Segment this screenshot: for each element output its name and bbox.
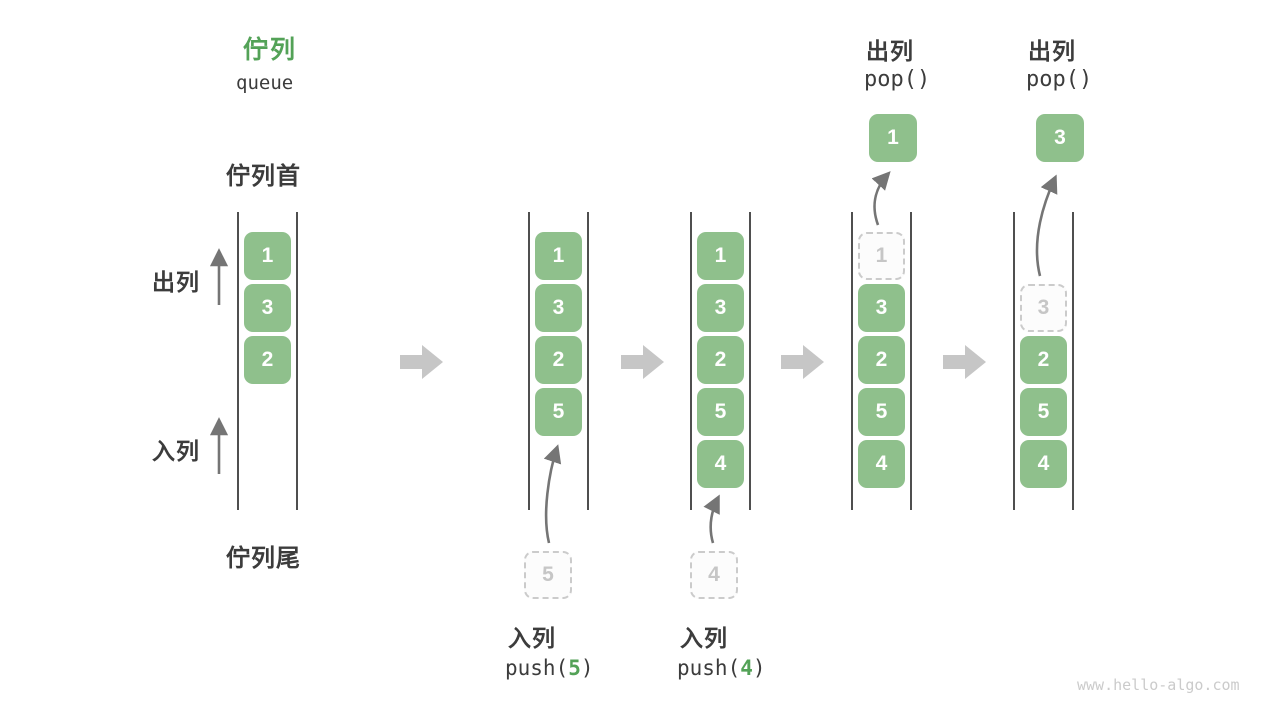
queue-cell: 5 — [535, 388, 582, 436]
column-line — [296, 212, 298, 510]
staging-cell-ghost: 5 — [524, 551, 572, 599]
pop-op-label: 出列 — [1028, 38, 1076, 64]
popped-cell: 1 — [869, 114, 917, 162]
pop-op-code: pop() — [1026, 67, 1093, 92]
queue-cell: 2 — [858, 336, 905, 384]
push-code-arg: 4 — [740, 656, 753, 680]
queue-cell-ghost: 3 — [1020, 284, 1067, 332]
column-line — [237, 212, 239, 510]
column-line — [528, 212, 530, 510]
queue-rear-label: 佇列尾 — [226, 545, 301, 572]
dequeue-side-label: 出列 — [152, 269, 200, 295]
push-code-suffix: ) — [752, 656, 766, 680]
queue-cell: 4 — [697, 440, 744, 488]
column-line — [1072, 212, 1074, 510]
push-code-prefix: push( — [677, 656, 741, 680]
diagram-title-en: queue — [236, 72, 294, 94]
push-code-prefix: push( — [505, 656, 569, 680]
queue-cell: 5 — [1020, 388, 1067, 436]
queue-cell: 2 — [697, 336, 744, 384]
queue-cell: 5 — [858, 388, 905, 436]
column-line — [1013, 212, 1015, 510]
push-op-code: push(5) — [505, 656, 594, 680]
queue-cell: 3 — [697, 284, 744, 332]
staging-cell-ghost: 4 — [690, 551, 738, 599]
push-op-code: push(4) — [677, 656, 766, 680]
queue-cell: 2 — [1020, 336, 1067, 384]
queue-cell: 3 — [535, 284, 582, 332]
column-line — [749, 212, 751, 510]
push-op-label: 入列 — [680, 625, 728, 651]
push-op-label: 入列 — [508, 625, 556, 651]
queue-cell: 2 — [535, 336, 582, 384]
queue-cell-ghost: 1 — [858, 232, 905, 280]
queue-cell: 1 — [697, 232, 744, 280]
push-code-suffix: ) — [580, 656, 594, 680]
pop-op-code: pop() — [864, 67, 931, 92]
column-line — [851, 212, 853, 510]
watermark: www.hello-algo.com — [1077, 676, 1240, 694]
state-transition-arrow-icon — [943, 345, 986, 379]
state-transition-arrow-icon — [781, 345, 824, 379]
enqueue-side-label: 入列 — [152, 438, 200, 464]
queue-cell: 5 — [697, 388, 744, 436]
queue-cell: 3 — [858, 284, 905, 332]
column-line — [910, 212, 912, 510]
queue-cell: 2 — [244, 336, 291, 384]
push-code-arg: 5 — [568, 656, 581, 680]
queue-cell: 4 — [858, 440, 905, 488]
state-transition-arrow-icon — [621, 345, 664, 379]
diagram-title-zh: 佇列 — [243, 36, 298, 64]
popped-cell: 3 — [1036, 114, 1084, 162]
queue-front-label: 佇列首 — [226, 163, 301, 190]
queue-cell: 1 — [535, 232, 582, 280]
queue-cell: 3 — [244, 284, 291, 332]
queue-cell: 4 — [1020, 440, 1067, 488]
state-transition-arrow-icon — [400, 345, 443, 379]
pop-op-label: 出列 — [866, 38, 914, 64]
column-line — [690, 212, 692, 510]
column-line — [587, 212, 589, 510]
queue-cell: 1 — [244, 232, 291, 280]
